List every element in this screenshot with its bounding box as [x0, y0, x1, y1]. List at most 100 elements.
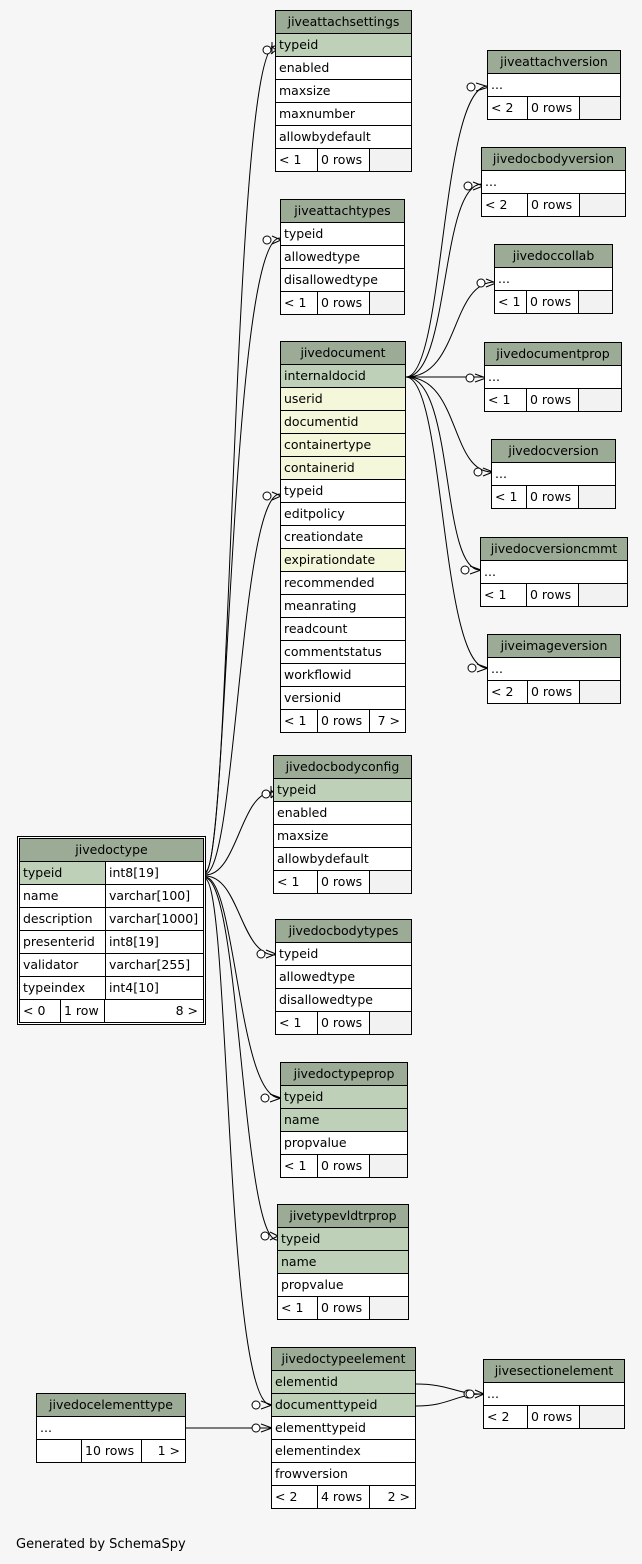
table-jivedocbodyconfig[interactable]: jivedocbodyconfig typeid enabled maxsize… [273, 755, 412, 894]
parent-count: < 1 [281, 1155, 318, 1177]
column-row: typeid [281, 480, 405, 503]
row-count: 0 rows [318, 871, 370, 893]
parent-count [37, 1440, 82, 1462]
table-title: jivedocbodytypes [276, 920, 411, 943]
table-footer: < 1 0 rows [278, 1297, 408, 1319]
column-row: versionid [281, 687, 405, 710]
parent-count: < 2 [484, 1406, 528, 1428]
table-title: jivedocversioncmmt [481, 538, 627, 561]
parent-count: < 1 [492, 486, 527, 508]
column-row: meanrating [281, 595, 405, 618]
column-row: name varchar[100] [20, 885, 203, 908]
column-row: userid [281, 388, 405, 411]
row-count: 0 rows [318, 1297, 370, 1319]
column-row: ... [485, 366, 621, 389]
child-count [580, 1406, 624, 1428]
column-name: ... [485, 174, 497, 189]
column-name: name [23, 888, 59, 903]
table-jivedocument[interactable]: jivedocument internaldocid userid docume… [280, 341, 406, 733]
column-row: creationdate [281, 526, 405, 549]
column-name: elementtypeid [275, 1420, 366, 1435]
table-title: jivedoccollab [495, 245, 612, 268]
table-footer: < 2 0 rows [484, 1406, 624, 1428]
column-name: description [23, 911, 93, 926]
column-row: typeid [281, 1086, 407, 1109]
column-name: disallowedtype [284, 272, 378, 287]
table-jiveattachtypes[interactable]: jiveattachtypes typeid allowedtype disal… [280, 199, 405, 315]
column-row: allowbydefault [276, 126, 411, 149]
table-title: jivetypevldtrprop [278, 1205, 408, 1228]
table-jivedoccollab[interactable]: jivedoccollab ... < 1 0 rows [494, 244, 613, 314]
parent-count: < 1 [495, 291, 527, 313]
column-name: ... [487, 1386, 499, 1401]
column-row: ... [492, 463, 615, 486]
parent-count: < 1 [281, 710, 318, 732]
column-name: documentid [284, 414, 359, 429]
column-type: varchar[100] [105, 885, 203, 907]
column-name: documenttypeid [275, 1397, 378, 1412]
column-row: containertype [281, 434, 405, 457]
row-count: 0 rows [528, 194, 580, 216]
column-name: propvalue [281, 1277, 344, 1292]
table-jivedocversioncmmt[interactable]: jivedocversioncmmt ... < 1 0 rows [480, 537, 628, 607]
column-name: ... [498, 271, 510, 286]
column-name: enabled [279, 60, 330, 75]
column-name: typeid [279, 37, 319, 52]
column-row: allowbydefault [274, 848, 411, 871]
column-name: allowedtype [284, 249, 361, 264]
table-jiveattachsettings[interactable]: jiveattachsettings typeid enabled maxsiz… [275, 10, 412, 172]
column-row: allowedtype [281, 246, 404, 269]
table-footer: < 1 0 rows 7 > [281, 710, 405, 732]
table-title: jivedocument [281, 342, 405, 365]
column-row: documentid [281, 411, 405, 434]
row-count: 0 rows [318, 292, 370, 314]
row-count: 0 rows [527, 584, 579, 606]
column-row: editpolicy [281, 503, 405, 526]
column-name: ... [491, 661, 503, 676]
table-jivedoctypeelement[interactable]: jivedoctypeelement elementid documenttyp… [271, 1347, 416, 1509]
child-count [370, 149, 411, 171]
column-name: typeid [284, 483, 324, 498]
table-footer: < 2 0 rows [482, 194, 625, 216]
table-jivedoctypeprop[interactable]: jivedoctypeprop typeid name propvalue < … [280, 1062, 408, 1178]
column-name: name [284, 1112, 320, 1127]
table-title: jivedocbodyversion [482, 148, 625, 171]
table-jivetypevldtrprop[interactable]: jivetypevldtrprop typeid name propvalue … [277, 1204, 409, 1320]
parent-count: < 2 [482, 194, 528, 216]
table-jivedocelementtype[interactable]: jivedocelementtype ... 10 rows 1 > [36, 1393, 186, 1463]
table-title: jivedocbodyconfig [274, 756, 411, 779]
column-name: name [281, 1254, 317, 1269]
table-title: jivedoctypeprop [281, 1063, 407, 1086]
table-footer: < 1 0 rows [276, 1012, 411, 1034]
column-row: workflowid [281, 664, 405, 687]
table-footer: < 1 0 rows [274, 871, 411, 893]
column-row: typeid [276, 34, 411, 57]
table-jivedocversion[interactable]: jivedocversion ... < 1 0 rows [491, 439, 616, 509]
column-row: ... [481, 561, 627, 584]
column-name: editpolicy [284, 506, 345, 521]
column-row: expirationdate [281, 549, 405, 572]
column-row: allowedtype [276, 966, 411, 989]
table-jivedocbodytypes[interactable]: jivedocbodytypes typeid allowedtype disa… [275, 919, 412, 1035]
column-name: containerid [284, 460, 355, 475]
parent-count: < 1 [281, 292, 318, 314]
column-name: maxsize [279, 83, 331, 98]
column-row: ... [488, 658, 620, 681]
table-jivesectionelement[interactable]: jivesectionelement ... < 2 0 rows [483, 1359, 625, 1429]
column-name: allowbydefault [279, 129, 371, 144]
column-type: varchar[255] [105, 954, 203, 976]
table-jivedocumentprop[interactable]: jivedocumentprop ... < 1 0 rows [484, 342, 622, 412]
table-jiveimageversion[interactable]: jiveimageversion ... < 2 0 rows [487, 634, 621, 704]
column-name: ... [40, 1420, 52, 1435]
table-jiveattachversion[interactable]: jiveattachversion ... < 2 0 rows [487, 50, 621, 120]
column-row: disallowedtype [281, 269, 404, 292]
column-row: frowversion [272, 1463, 415, 1486]
table-footer: < 1 0 rows [492, 486, 615, 508]
row-count: 0 rows [318, 149, 370, 171]
table-jivedocbodyversion[interactable]: jivedocbodyversion ... < 2 0 rows [481, 147, 626, 217]
column-name: ... [488, 369, 500, 384]
column-name: meanrating [284, 598, 357, 613]
